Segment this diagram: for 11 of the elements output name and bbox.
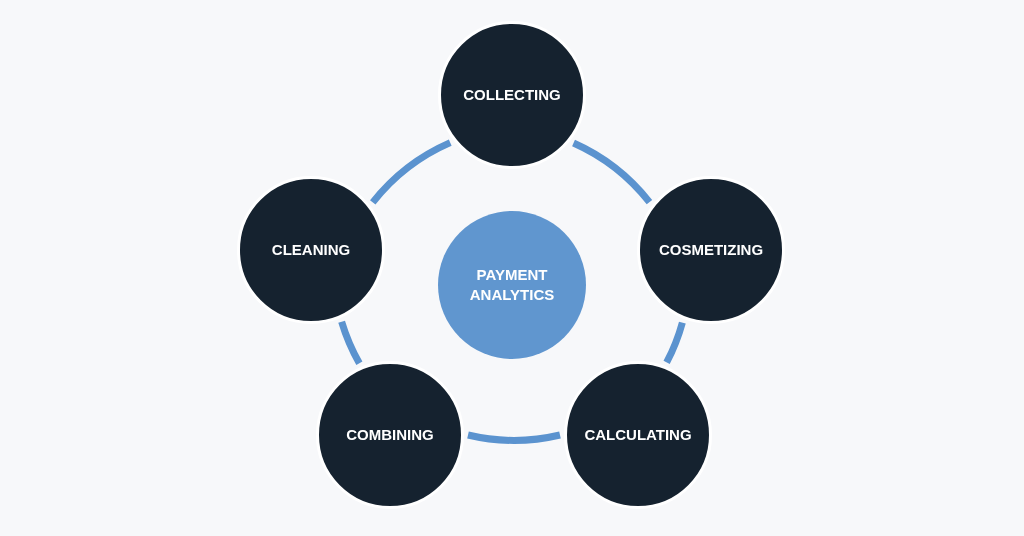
- connector-arc: [370, 139, 452, 205]
- node-label: COMBINING: [346, 424, 434, 445]
- connector-arc: [467, 431, 561, 444]
- connector-arc: [571, 139, 653, 205]
- node-label: PAYMENT ANALYTICS: [468, 264, 556, 305]
- node-label: CLEANING: [271, 239, 351, 260]
- node-label: COLLECTING: [463, 84, 561, 105]
- node-label: COSMETIZING: [658, 239, 764, 260]
- connector-arc: [663, 321, 686, 364]
- node-label: CALCULATING: [584, 424, 692, 445]
- connector-arc: [338, 320, 363, 365]
